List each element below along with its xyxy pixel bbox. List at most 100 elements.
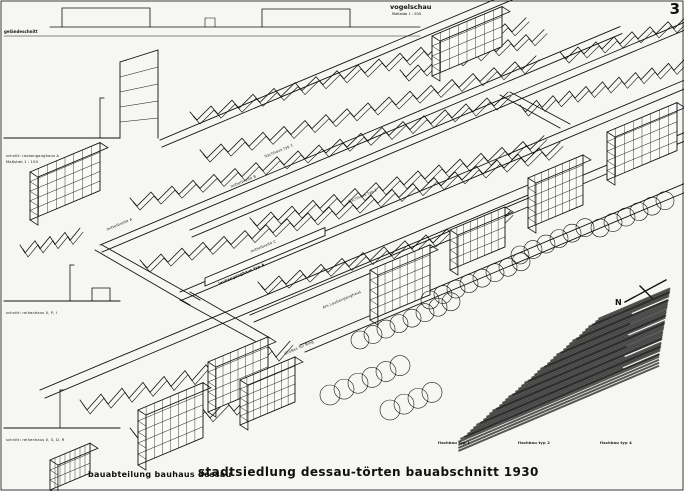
street-edge <box>181 88 684 301</box>
floor-line <box>137 431 147 438</box>
row-house-block <box>522 66 684 117</box>
floor-line <box>449 249 459 256</box>
street-edge <box>99 26 621 246</box>
row-house-block <box>142 145 564 273</box>
apartment-block <box>439 6 511 42</box>
street-edge <box>304 192 684 353</box>
cross-street <box>499 94 561 129</box>
floor-line <box>449 239 459 246</box>
legend-item-1: flachbau typ 1 <box>438 441 470 445</box>
tree <box>536 234 556 254</box>
cross-street <box>94 249 191 306</box>
section-label-1: schnitt: laubenganghaus A <box>6 154 60 158</box>
street-edge <box>191 29 684 238</box>
cross-street <box>101 244 201 301</box>
apartment-block <box>57 442 99 466</box>
floor-line <box>207 371 217 378</box>
section-building <box>119 49 159 139</box>
floor-line <box>137 453 147 460</box>
tree <box>642 196 662 216</box>
street-edge <box>253 140 684 323</box>
sheet-title: stadtsiedlung dessau-törten bauabschnitt… <box>198 465 539 479</box>
tree <box>407 387 429 409</box>
tree <box>375 361 397 382</box>
floor-line <box>239 415 249 422</box>
floor-line <box>239 397 249 404</box>
row-house-block <box>519 59 684 113</box>
section-floor <box>119 100 159 108</box>
tree <box>402 308 422 328</box>
floor-line <box>29 181 39 187</box>
floor-line <box>527 187 537 194</box>
floor-line <box>29 190 39 197</box>
floor-line <box>606 141 616 147</box>
street-edge <box>39 171 561 391</box>
tree <box>389 355 411 376</box>
tree <box>350 330 370 350</box>
floor-line <box>239 388 249 395</box>
floor-line <box>527 197 537 204</box>
floor-line <box>527 207 537 214</box>
legend-item-2: flachbau typ 2 <box>518 441 550 445</box>
apartment-block <box>145 382 212 416</box>
street-edge <box>189 22 684 231</box>
floor-line <box>207 391 217 398</box>
cross-street <box>509 91 571 125</box>
tree <box>421 382 443 403</box>
tree <box>629 202 649 221</box>
apartment-block <box>247 356 304 386</box>
row-house-block <box>562 25 684 64</box>
tree <box>415 303 435 323</box>
laubenganghaus-typ-a <box>204 226 326 287</box>
tree <box>361 367 383 388</box>
floor-line <box>369 279 379 286</box>
tree <box>347 372 369 394</box>
tree <box>472 268 492 288</box>
row-house-block <box>559 18 684 60</box>
apartment-block <box>137 409 147 471</box>
cross-street <box>179 299 263 346</box>
floor-line <box>207 401 217 408</box>
apartment-block <box>457 206 514 236</box>
tree <box>655 191 675 210</box>
street-edge <box>101 33 623 253</box>
floor-line <box>431 55 441 62</box>
apartment-block <box>239 379 249 431</box>
tree <box>363 325 383 344</box>
row-house-block <box>202 59 540 163</box>
tree <box>523 240 543 259</box>
floor-line <box>369 289 379 296</box>
apartment-block <box>527 177 537 234</box>
cross-street <box>189 291 271 339</box>
section-label-2: schnitt: reihenhaus 0, P, I <box>6 311 58 315</box>
apartment-block <box>606 131 616 186</box>
apartment-block <box>207 361 217 418</box>
apartment-block <box>49 459 59 491</box>
tree <box>590 218 610 238</box>
section-floor <box>119 83 159 93</box>
floor-line <box>606 170 616 176</box>
section-floor <box>119 117 159 123</box>
row-house-block <box>139 141 561 269</box>
tree <box>575 218 595 237</box>
view-scale: Maßstab 1 : 500 <box>392 12 422 16</box>
office-label: bauabteilung bauhaus dessau <box>88 470 232 479</box>
floor-line <box>606 160 616 167</box>
apartment-block <box>369 269 379 326</box>
section-scale-1: Maßstab 1 : 100 <box>6 160 39 164</box>
tree <box>562 223 582 243</box>
floor-line <box>49 479 59 486</box>
section-house <box>91 287 111 302</box>
street-edge <box>44 179 566 399</box>
row-house-block <box>252 139 548 231</box>
floor-line <box>527 217 537 224</box>
terrain-building <box>61 7 151 28</box>
tree <box>428 297 448 317</box>
view-label: vogelschau <box>390 3 432 11</box>
floor-line <box>29 210 39 216</box>
apartment-block <box>29 171 39 226</box>
tree <box>393 393 415 415</box>
floor-line <box>49 469 59 476</box>
